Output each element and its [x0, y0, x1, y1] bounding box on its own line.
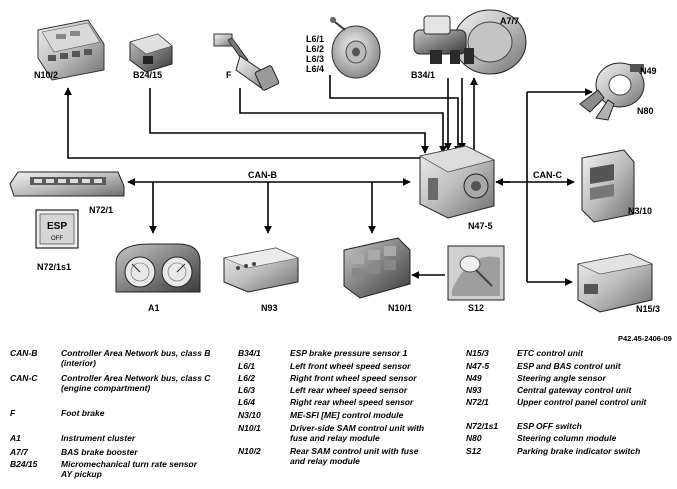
legend-desc: ESP and BAS control unit [517, 361, 621, 371]
legend-code: N47-5 [466, 361, 490, 371]
legend-code: N72/1 [466, 397, 489, 407]
legend-code: L6/4 [238, 397, 256, 407]
me-sfi-control-module [581, 149, 635, 223]
legend-desc: Driver-side SAM control unit with fuse a… [290, 423, 425, 443]
label-s12: S12 [468, 303, 485, 313]
label-l6-3: L6/3 [306, 54, 325, 64]
legend-code: N10/2 [238, 446, 261, 456]
rear-sam-module [37, 19, 105, 81]
label-b24-15: B24/15 [133, 70, 163, 80]
legend-desc: Central gateway control unit [517, 385, 632, 395]
label-b34-1: B34/1 [411, 70, 436, 80]
label-n72-1s1: N72/1s1 [37, 262, 72, 272]
legend-code: S12 [466, 446, 482, 456]
instrument-cluster [115, 243, 201, 293]
label-l6-1: L6/1 [306, 34, 325, 44]
legend-desc: Controller Area Network bus, class C (en… [61, 373, 211, 393]
label-n10-2: N10/2 [34, 70, 59, 80]
figure-reference: P42.45-2406-09 [618, 334, 672, 343]
upper-control-panel [9, 171, 125, 197]
legend-code: L6/1 [238, 361, 256, 371]
legend-code: N49 [466, 373, 482, 383]
label-n3-10: N3/10 [628, 206, 653, 216]
legend-desc: Left front wheel speed sensor [290, 361, 411, 371]
legend-code: L6/2 [238, 373, 256, 383]
legend-desc: Upper control panel control unit [517, 397, 647, 407]
label-n72-1: N72/1 [89, 205, 114, 215]
legend-desc: Left rear wheel speed sensor [290, 385, 408, 395]
label-l6-4: L6/4 [306, 64, 325, 74]
esp-button-subtext: OFF [51, 236, 63, 242]
central-gateway-unit [222, 247, 299, 293]
legend-desc: ESP brake pressure sensor 1 [290, 348, 408, 358]
parking-brake-switch-photo [447, 245, 505, 301]
esp-off-switch: ESP OFF [35, 209, 79, 249]
legend-code: CAN-B [10, 348, 38, 358]
legend-desc: Right rear wheel speed sensor [290, 397, 414, 407]
line-foot-brake [239, 88, 447, 154]
driver-side-sam-unit [343, 237, 411, 299]
legend-desc: Steering angle sensor [517, 373, 606, 383]
label-can-c: CAN-C [533, 170, 562, 180]
legend-desc: BAS brake booster [61, 447, 138, 457]
legend-code: N3/10 [238, 410, 261, 420]
label-l6-2: L6/2 [306, 44, 325, 54]
steering-angle-sensor [579, 62, 645, 121]
legend-desc: ME-SFI [ME] control module [290, 410, 404, 420]
label-can-b: CAN-B [248, 170, 277, 180]
legend-desc: Instrument cluster [61, 433, 136, 443]
connection-lines [64, 75, 593, 286]
line-b24-15 [149, 88, 429, 154]
label-n80: N80 [637, 106, 654, 116]
brake-booster [413, 9, 527, 75]
legend-code: N72/1s1 [466, 421, 499, 431]
line-n10-2 [64, 87, 425, 159]
label-a7-7: A7/7 [500, 16, 520, 26]
etc-control-unit [577, 253, 653, 313]
legend-code: A7/7 [10, 447, 28, 457]
esp-control-unit [419, 145, 495, 219]
legend-desc: ETC control unit [517, 348, 584, 358]
legend-desc: Rear SAM control unit with fuse and rela… [290, 446, 419, 466]
legend-code: A1 [10, 433, 21, 443]
label-n49: N49 [640, 66, 657, 76]
esp-button-text: ESP [47, 221, 67, 232]
legend-desc: Controller Area Network bus, class B (in… [61, 348, 211, 368]
label-n10-1: N10/1 [388, 303, 413, 313]
label-n15-3: N15/3 [636, 304, 661, 314]
legend-code: F [10, 408, 16, 418]
legend-code: B24/15 [10, 459, 38, 469]
legend-code: N15/3 [466, 348, 489, 358]
legend-desc: Foot brake [61, 408, 105, 418]
legend-code: L6/3 [238, 385, 256, 395]
legend-desc: Steering column module [517, 433, 617, 443]
foot-brake-pedal [213, 33, 280, 91]
legend-desc: Micromechanical turn rate sensor AY pick… [61, 459, 198, 479]
line-wheel-sensors [329, 75, 462, 154]
label-f: F [226, 70, 232, 80]
legend-desc: Parking brake indicator switch [517, 446, 641, 456]
wheel-speed-sensor-disc [330, 17, 381, 79]
legend-desc: ESP OFF switch [517, 421, 582, 431]
legend-code: B34/1 [238, 348, 261, 358]
label-n47-5: N47-5 [468, 221, 493, 231]
legend-code: N10/1 [238, 423, 261, 433]
label-a1: A1 [148, 303, 160, 313]
legend-code: CAN-C [10, 373, 38, 383]
legend-code: N93 [466, 385, 482, 395]
label-n93: N93 [261, 303, 278, 313]
turn-rate-sensor [129, 33, 173, 73]
legend-desc: Right front wheel speed sensor [290, 373, 417, 383]
legend-code: N80 [466, 433, 482, 443]
